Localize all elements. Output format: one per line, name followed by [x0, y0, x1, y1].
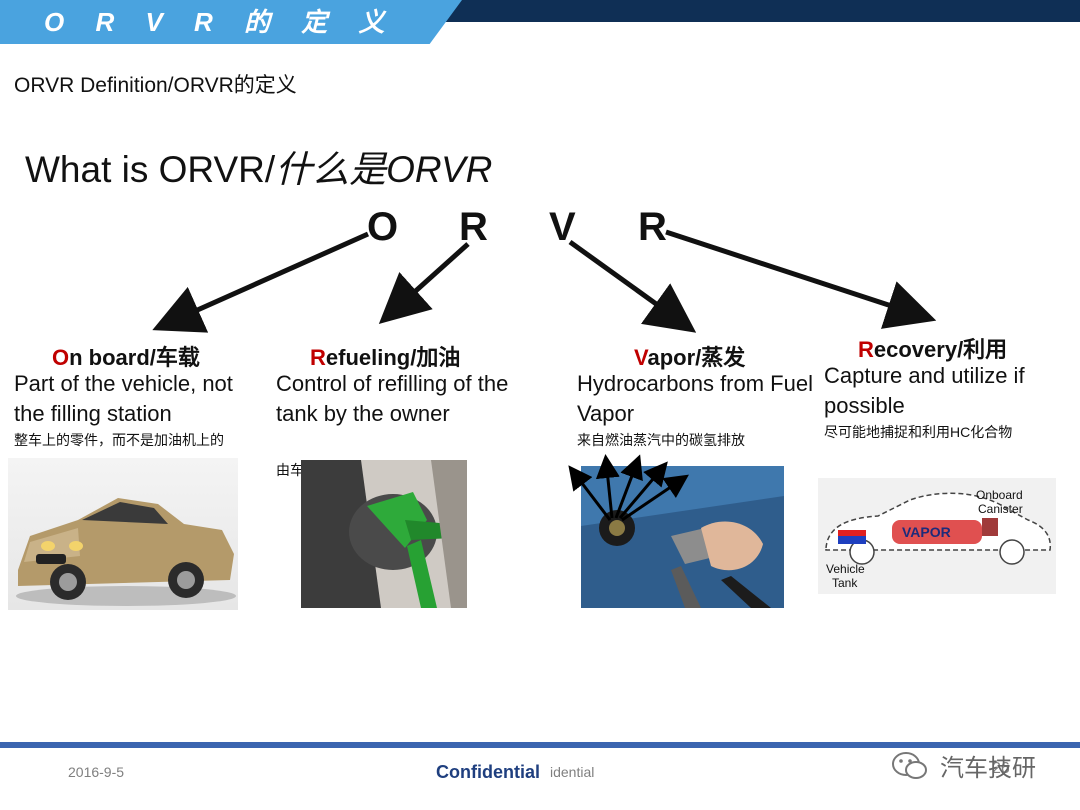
term-vapor-rest: apor/蒸发	[647, 345, 746, 370]
footer-confidential: Confidential	[436, 762, 540, 782]
term-refueling: Refueling/加油	[310, 340, 460, 372]
letter-r1: R	[459, 205, 488, 249]
canister-diagram-drawing	[825, 492, 1052, 565]
cn-vapor: 来自燃油蒸汽中的碳氢排放	[577, 432, 745, 448]
arrow-v	[568, 239, 697, 333]
term-recovery-rest: ecovery/利用	[873, 337, 1008, 362]
term-refueling-initial: R	[310, 345, 326, 370]
vapor-arrows	[568, 454, 689, 522]
banner-title: O R V R 的 定 义	[44, 7, 397, 37]
diagram-vehicle-label: Vehicle	[826, 562, 865, 576]
canister-diagram: Onboard Canister VAPOR Vehicle Tank	[818, 478, 1056, 594]
cn-onboard: 整车上的零件，而不是加油机上的	[14, 432, 224, 448]
term-recovery-initial: R	[858, 337, 874, 362]
wechat-icon	[890, 748, 930, 782]
term-vapor: Vapor/蒸发	[634, 340, 745, 372]
slide-subtitle: ORVR Definition/ORVR的定义	[14, 74, 297, 97]
footer-date: 2016-9-5	[68, 764, 125, 780]
letter-r2: R	[638, 205, 667, 249]
desc-vapor: Hydrocarbons from Fuel Vapor	[577, 371, 813, 426]
term-refueling-rest: efueling/加油	[325, 345, 461, 370]
arrow-o	[152, 231, 370, 333]
footer-divider	[0, 742, 1080, 748]
footer-page-number: 26	[992, 760, 1010, 777]
car-photo	[8, 458, 238, 610]
fuel-nozzle-photo	[301, 460, 467, 608]
desc-onboard: Part of the vehicle, not the filling sta…	[14, 371, 233, 426]
arrow-r1	[378, 242, 470, 325]
header-band-light	[0, 0, 462, 44]
arrow-r2	[665, 229, 937, 329]
diagram-tank-label: Tank	[832, 576, 858, 590]
footer-brand: 汽车技研	[940, 755, 1036, 782]
footer-confidential-ghost: idential	[550, 764, 595, 780]
slide-question: What is ORVR/什么是ORVR	[25, 139, 492, 193]
car-illustration	[16, 498, 236, 606]
cn-recovery: 尽可能地捕捉和利用HC化合物	[824, 424, 1013, 440]
cn-refueling: 由车	[276, 462, 304, 478]
question-italic: 什么是ORVR	[275, 149, 493, 190]
term-onboard: On board/车载	[52, 340, 200, 372]
letter-o: O	[367, 205, 399, 249]
diagram-canister-label: Canister	[978, 502, 1023, 516]
desc-recovery: Capture and utilize if possible	[824, 363, 1025, 418]
diagram-onboard-label: Onboard	[976, 488, 1023, 502]
term-recovery: Recovery/利用	[858, 332, 1007, 364]
fuel-nozzle-illustration	[301, 460, 467, 608]
term-onboard-initial: O	[52, 345, 70, 370]
diagram-vapor-label: VAPOR	[902, 524, 951, 540]
question-text: What is ORVR/	[25, 149, 276, 190]
term-vapor-initial: V	[634, 345, 648, 370]
desc-refueling: Control of refilling of the tank by the …	[276, 371, 509, 426]
term-onboard-rest: n board/车载	[69, 345, 200, 370]
